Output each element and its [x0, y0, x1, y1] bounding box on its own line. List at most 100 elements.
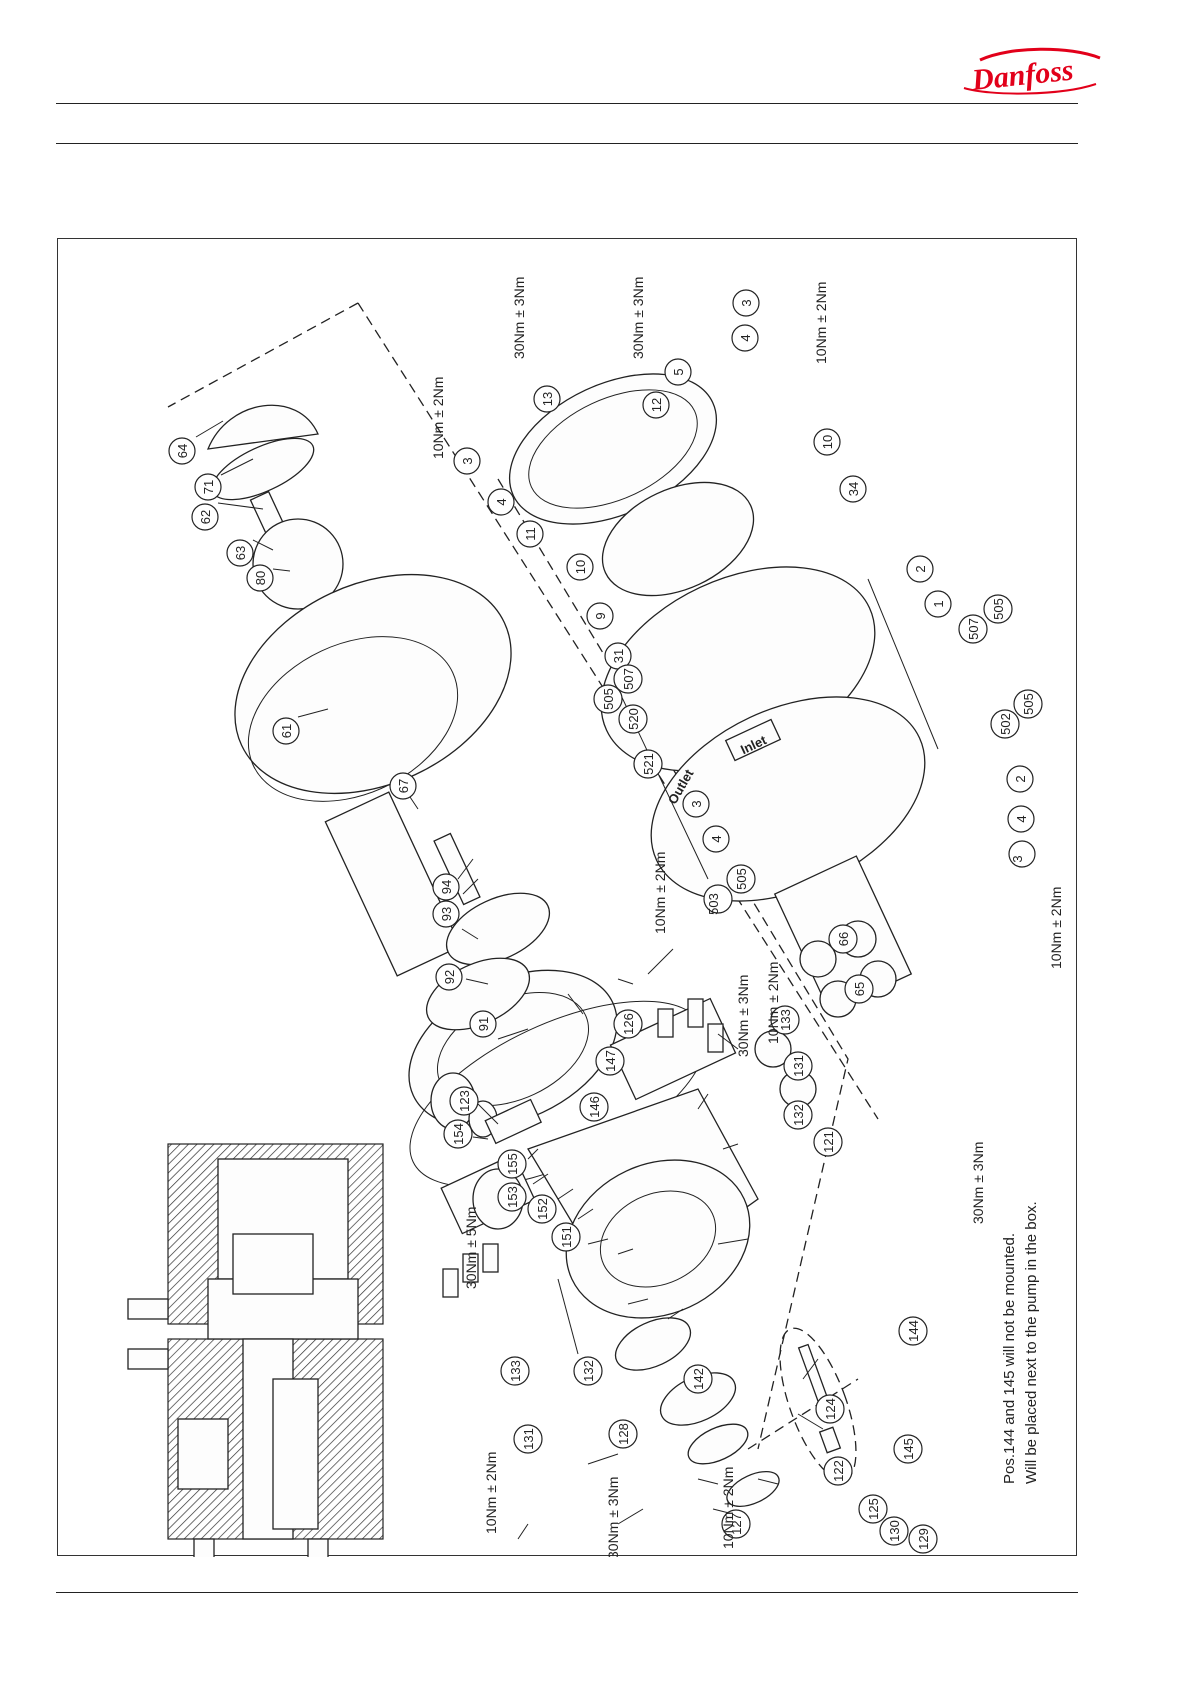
callout-122: 122 [823, 1456, 853, 1486]
callout-124: 124 [815, 1394, 845, 1424]
svg-text:146: 146 [587, 1096, 602, 1118]
svg-text:4: 4 [494, 498, 509, 505]
callout-128: 128 [608, 1419, 638, 1449]
callout-9: 9 [586, 602, 614, 630]
callout-132-right: 132 [783, 1100, 813, 1130]
callout-65: 65 [844, 974, 874, 1004]
svg-text:125: 125 [866, 1498, 881, 1520]
svg-text:10Nm ± 2Nm: 10Nm ± 2Nm [652, 852, 668, 934]
callout-502: 502 [990, 709, 1020, 739]
svg-text:128: 128 [616, 1423, 631, 1445]
svg-text:11: 11 [523, 527, 538, 541]
svg-text:144: 144 [906, 1320, 921, 1342]
callout-93: 93 [432, 900, 460, 928]
callout-3-a: 3 [453, 447, 481, 475]
svg-text:132: 132 [581, 1360, 596, 1382]
svg-text:505: 505 [991, 598, 1006, 620]
callout-61: 61 [272, 717, 300, 745]
svg-text:62: 62 [198, 510, 213, 524]
svg-text:507: 507 [621, 668, 636, 690]
callout-133-right: 133 [770, 1005, 800, 1035]
svg-text:2: 2 [1013, 775, 1028, 782]
exploded-view-drawing: Inlet Outlet [127, 277, 1064, 1557]
torque-specs: 10Nm ± 2Nm 30Nm ± 3Nm 30Nm ± 3Nm 10Nm ± … [430, 277, 1064, 1557]
callout-129: 129 [908, 1524, 938, 1554]
callout-92: 92 [435, 963, 463, 991]
callout-94: 94 [432, 873, 460, 901]
svg-text:129: 129 [916, 1528, 931, 1550]
svg-text:131: 131 [521, 1428, 536, 1450]
callout-1: 1 [924, 590, 952, 618]
svg-text:10: 10 [820, 435, 835, 449]
callout-145: 145 [893, 1434, 923, 1464]
callout-2-b: 2 [1006, 765, 1034, 793]
callout-4-c: 4 [702, 825, 730, 853]
port-block-assembly [430, 997, 780, 1507]
callout-131-right: 131 [783, 1051, 813, 1081]
svg-text:4: 4 [709, 835, 724, 842]
svg-text:124: 124 [823, 1398, 838, 1420]
callout-62: 62 [191, 503, 219, 531]
callout-133-left: 133 [500, 1356, 530, 1386]
callout-505-c: 505 [1013, 689, 1043, 719]
svg-text:64: 64 [175, 444, 190, 458]
svg-text:30Nm ± 3Nm: 30Nm ± 3Nm [605, 1477, 621, 1557]
svg-text:30Nm ± 3Nm: 30Nm ± 3Nm [735, 975, 751, 1057]
callout-66: 66 [828, 924, 858, 954]
svg-text:30Nm ± 3Nm: 30Nm ± 3Nm [511, 277, 527, 359]
svg-text:127: 127 [729, 1513, 744, 1535]
callout-131-left: 131 [513, 1424, 543, 1454]
svg-text:505: 505 [601, 688, 616, 710]
assembly-axis-upper [167, 302, 359, 408]
svg-text:94: 94 [439, 880, 454, 894]
svg-text:4: 4 [1014, 815, 1029, 822]
svg-text:133: 133 [508, 1360, 523, 1382]
svg-text:121: 121 [821, 1131, 836, 1153]
callout-13: 13 [533, 385, 561, 413]
callout-154: 154 [443, 1119, 473, 1149]
callout-151: 151 [551, 1222, 581, 1252]
svg-text:10Nm ± 2Nm: 10Nm ± 2Nm [483, 1452, 499, 1534]
header-rule-bottom [56, 143, 1078, 144]
callout-507-b: 507 [613, 664, 643, 694]
callout-507-a: 507 [958, 614, 988, 644]
svg-text:3: 3 [739, 299, 754, 306]
svg-text:Pos.144 and 145 will not be mo: Pos.144 and 145 will not be mounted. [1001, 1233, 1018, 1484]
svg-text:142: 142 [691, 1368, 706, 1390]
callout-505-b: 505 [593, 684, 623, 714]
callout-123: 123 [449, 1086, 479, 1116]
svg-text:30Nm ± 5Nm: 30Nm ± 5Nm [463, 1207, 479, 1289]
svg-text:5: 5 [671, 368, 686, 375]
svg-text:12: 12 [649, 398, 664, 412]
svg-text:71: 71 [201, 480, 216, 494]
callout-147: 147 [595, 1046, 625, 1076]
callout-121: 121 [813, 1127, 843, 1157]
svg-text:153: 153 [505, 1186, 520, 1208]
svg-text:154: 154 [451, 1123, 466, 1145]
callout-67: 67 [389, 772, 417, 800]
callout-3-d: 3 [1008, 840, 1036, 868]
callout-63: 63 [226, 539, 254, 567]
svg-text:80: 80 [253, 571, 268, 585]
svg-text:63: 63 [233, 546, 248, 560]
mounting-note: Pos.144 and 145 will not be mounted. Wil… [1001, 1201, 1040, 1484]
callout-5: 5 [664, 358, 692, 386]
svg-text:151: 151 [559, 1226, 574, 1248]
callout-31: 31 [604, 642, 632, 670]
svg-text:520: 520 [626, 708, 641, 730]
footer-rule [56, 1592, 1078, 1593]
svg-text:30Nm ± 3Nm: 30Nm ± 3Nm [630, 277, 646, 359]
callout-125: 125 [858, 1494, 888, 1524]
callout-4-a: 4 [487, 488, 515, 516]
svg-text:503: 503 [706, 893, 721, 915]
svg-text:4: 4 [738, 334, 753, 341]
svg-text:2: 2 [913, 565, 928, 572]
svg-text:10Nm ± 2Nm: 10Nm ± 2Nm [813, 282, 829, 364]
svg-text:133: 133 [778, 1009, 793, 1031]
svg-text:67: 67 [396, 779, 411, 793]
callout-153: 153 [497, 1182, 527, 1212]
callout-503: 503 [703, 884, 733, 915]
callout-10-b: 10 [813, 428, 841, 456]
svg-text:31: 31 [611, 649, 626, 663]
callout-91: 91 [469, 1010, 497, 1038]
